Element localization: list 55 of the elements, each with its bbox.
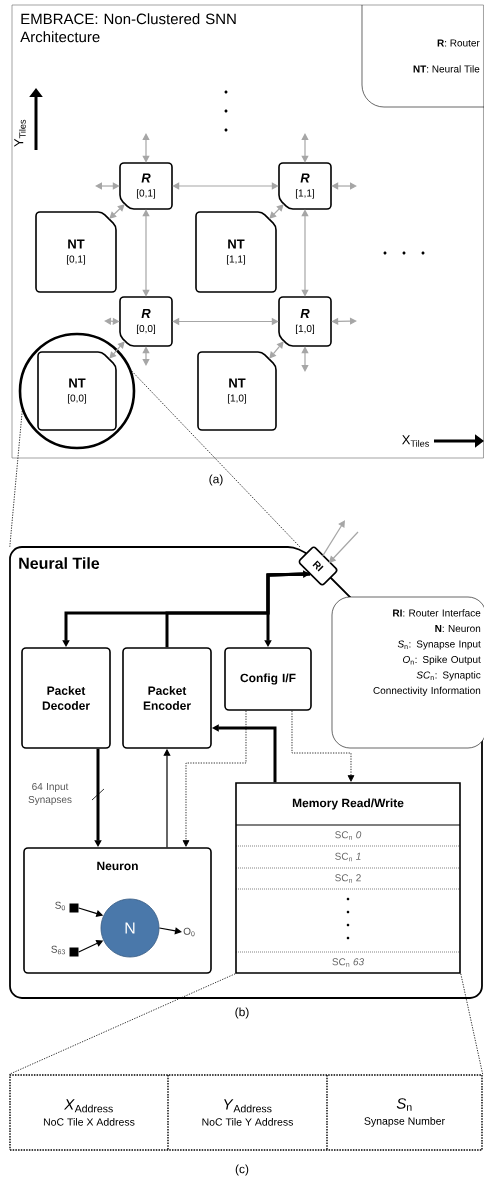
table-cell: S$_{n}$ Synapse Number (364, 1098, 445, 1127)
synapse-square (69, 947, 79, 957)
magnifier-circle (18, 332, 136, 450)
arrow (269, 204, 284, 219)
zoom-line (8, 973, 236, 1075)
zoom-line (9, 410, 23, 548)
arrow (172, 317, 279, 326)
output-label: O$_{0}$ (183, 927, 195, 937)
panel-label: (c) (235, 1164, 249, 1176)
memory-table: Memory Read/Write SC$_{n}$ 0 SC$_{n}$ 1 SC$_{n}$ 2 SC$_{n}$ 63 (235, 782, 461, 974)
synapse-label: S$_{0}$ (55, 901, 66, 911)
arrow (142, 133, 150, 163)
arrow (331, 317, 357, 326)
arrow (301, 133, 309, 163)
tile-box: NT [0,1] (35, 211, 117, 293)
synapse-label: S$_{63}$ (51, 945, 65, 955)
arrow (109, 341, 125, 359)
interface-box: RI (298, 546, 338, 586)
arrow (104, 317, 120, 325)
arrow (142, 346, 150, 366)
router-box: R [0,1] (119, 162, 173, 210)
arrow (109, 204, 125, 219)
panel-label: (b) (235, 1007, 249, 1019)
arrow (301, 209, 309, 297)
arrow (291, 710, 355, 782)
tile-box: NT [0,0] (37, 351, 117, 431)
process-box: Packet Encoder (122, 647, 212, 749)
router-box: R [1,1] (278, 162, 332, 210)
field-table (9, 1074, 483, 1151)
arrow (331, 182, 357, 190)
router-box: R [1,0] (278, 296, 332, 347)
axis-label: X$_{Tiles}$ (402, 435, 429, 447)
axis-label: Y$_{Tiles}$ (14, 119, 26, 147)
arrow (269, 341, 284, 359)
arrow (95, 182, 120, 190)
arrow (172, 182, 279, 190)
tile-box: NT [1,0] (197, 351, 277, 431)
arrow (322, 520, 345, 557)
legend-box: RI: Router Interface N: Neuron S$_{n}$: Synapse Input O$_{n}$: Spike Output SC$_{n}$: Synaptic Connectivity Information (331, 596, 484, 749)
table-cell: Y$_{Address}$ NoC Tile Y Address (202, 1099, 293, 1126)
arrow (301, 346, 309, 372)
process-box: Packet Decoder (21, 647, 111, 749)
zoom-line (131, 370, 301, 548)
edge-label: 64 Input Synapses (28, 783, 72, 806)
synapse-square (69, 903, 79, 913)
arrow (158, 927, 182, 935)
zoom-line (460, 973, 484, 1075)
router-box: R [0,0] (119, 296, 173, 347)
table-cell: X$_{Address}$ NoC Tile X Address (43, 1099, 135, 1126)
panel-label: (a) (209, 474, 223, 486)
legend-box: R: Router NT: Neural Tile (361, 4, 484, 108)
tile-box: NT [1,1] (195, 211, 277, 293)
arrow (182, 710, 247, 847)
process-box: Config I/F (224, 647, 312, 711)
arrow (142, 209, 150, 297)
